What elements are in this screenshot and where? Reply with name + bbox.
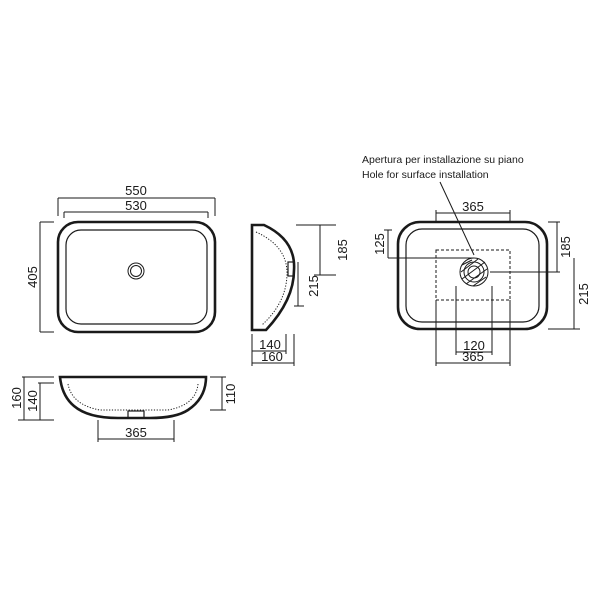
dimension-install-120: 120: [455, 286, 493, 355]
drain-inner-ring: [130, 265, 142, 277]
cutout-outline: [435, 249, 511, 301]
dim-label-front-140: 140: [25, 390, 40, 412]
install-inner-rim: [405, 228, 540, 323]
dimension-550: 550: [57, 183, 216, 216]
front-profile-outline: [58, 375, 208, 420]
front-profile-inner: [67, 383, 199, 411]
note-english: Hole for surface installation: [362, 169, 489, 181]
dimension-install-365-top: 365: [435, 199, 511, 222]
dim-label-install-365-bottom: 365: [462, 349, 484, 364]
dim-label-405: 405: [25, 266, 40, 288]
dim-label-install-365-top: 365: [462, 199, 484, 214]
dim-label-530: 530: [125, 198, 147, 213]
front-drain-stub: [127, 410, 145, 419]
side-profile-outline: [250, 223, 296, 332]
install-outer-rim: [396, 220, 549, 331]
note-italian: Apertura per installazione su piano: [362, 154, 524, 166]
dim-label-front-160: 160: [9, 387, 24, 409]
dim-label-front-110: 110: [223, 384, 238, 405]
side-drain-stub: [287, 261, 295, 277]
dimension-install-125: 125: [372, 229, 474, 259]
dimension-side-160: 160: [252, 334, 295, 366]
dimension-install-185: 185: [490, 221, 573, 273]
dim-label-install-125: 125: [372, 233, 387, 255]
front-view: 160 140 110 365: [9, 375, 238, 442]
installation-view: Apertura per installazione su piano Hole…: [362, 154, 591, 366]
dimension-405: 405: [25, 221, 54, 333]
basin-outer-rim: [56, 220, 217, 334]
drain-icon: [127, 262, 145, 280]
dim-label-side-140: 140: [259, 337, 281, 352]
dim-label-install-215: 215: [576, 283, 591, 305]
dim-label-side-215: 215: [306, 275, 321, 297]
plan-view: 550 530 405: [25, 183, 217, 334]
drain-hole-icon: [459, 257, 489, 287]
dim-label-550: 550: [125, 183, 147, 198]
dim-label-front-365: 365: [125, 425, 147, 440]
side-view: 185 215 140 160: [250, 223, 350, 366]
dimension-front-110: 110: [210, 376, 238, 411]
dimension-install-365-bottom: 365: [435, 300, 511, 366]
dim-label-side-185: 185: [335, 239, 350, 261]
dimension-install-215: 215: [548, 258, 591, 330]
dimension-side-140: 140: [251, 334, 287, 366]
dim-label-install-120: 120: [463, 338, 485, 353]
dimension-front-160: 160: [9, 376, 54, 421]
dim-label-side-160: 160: [261, 349, 283, 364]
dimension-530: 530: [63, 198, 209, 218]
dimension-front-365: 365: [97, 420, 175, 442]
note-leader-line: [439, 181, 475, 256]
basin-inner-rim: [65, 229, 208, 325]
dim-label-install-185: 185: [558, 236, 573, 258]
dimension-front-140: 140: [25, 382, 54, 420]
side-profile-inner: [255, 231, 288, 326]
dimension-side-185: 185: [296, 224, 350, 276]
dimension-side-215: 215: [294, 262, 321, 307]
